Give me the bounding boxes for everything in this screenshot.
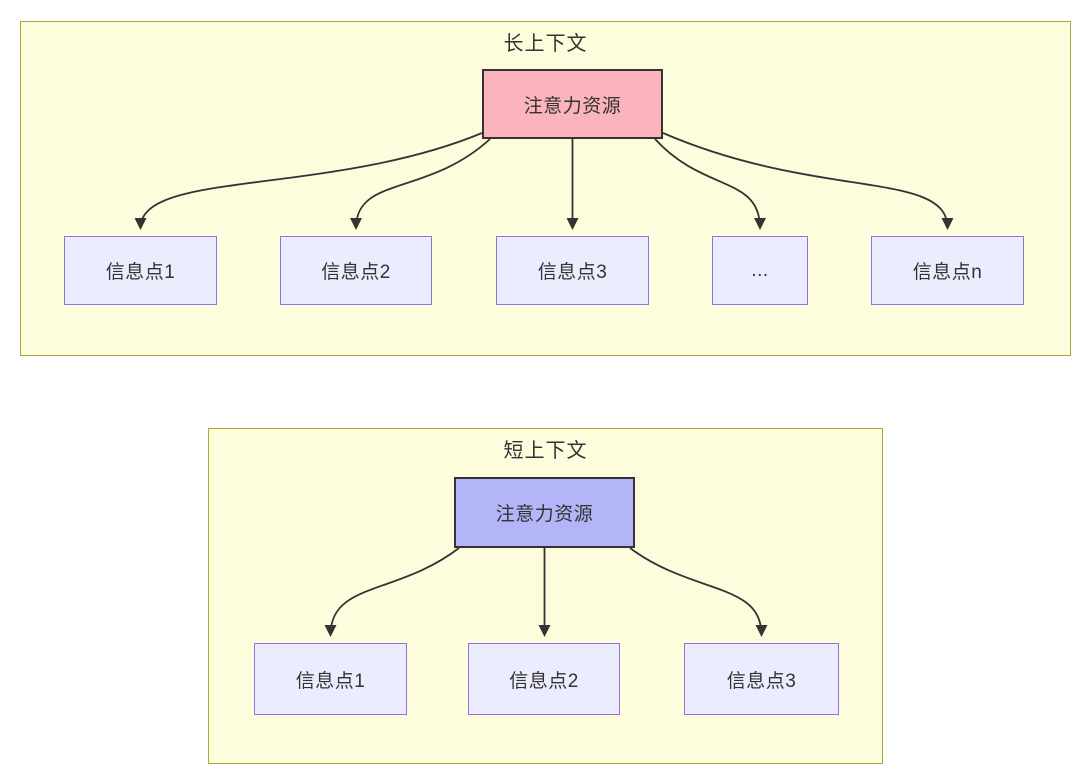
long-info-point-1: 信息点1 xyxy=(64,236,217,305)
attention-resource-node-short: 注意力资源 xyxy=(454,477,635,548)
attention-resource-node-long: 注意力资源 xyxy=(482,69,663,139)
long-info-point-2: 信息点2 xyxy=(280,236,432,305)
short-info-point-2: 信息点2 xyxy=(468,643,620,715)
long-context-title: 长上下文 xyxy=(503,33,588,55)
long-info-point-ellipsis: ... xyxy=(712,236,808,305)
long-info-point-n: 信息点n xyxy=(871,236,1024,305)
short-info-point-1: 信息点1 xyxy=(254,643,407,715)
short-info-point-3: 信息点3 xyxy=(684,643,839,715)
long-info-point-3: 信息点3 xyxy=(496,236,649,305)
short-context-title: 短上下文 xyxy=(503,440,588,462)
